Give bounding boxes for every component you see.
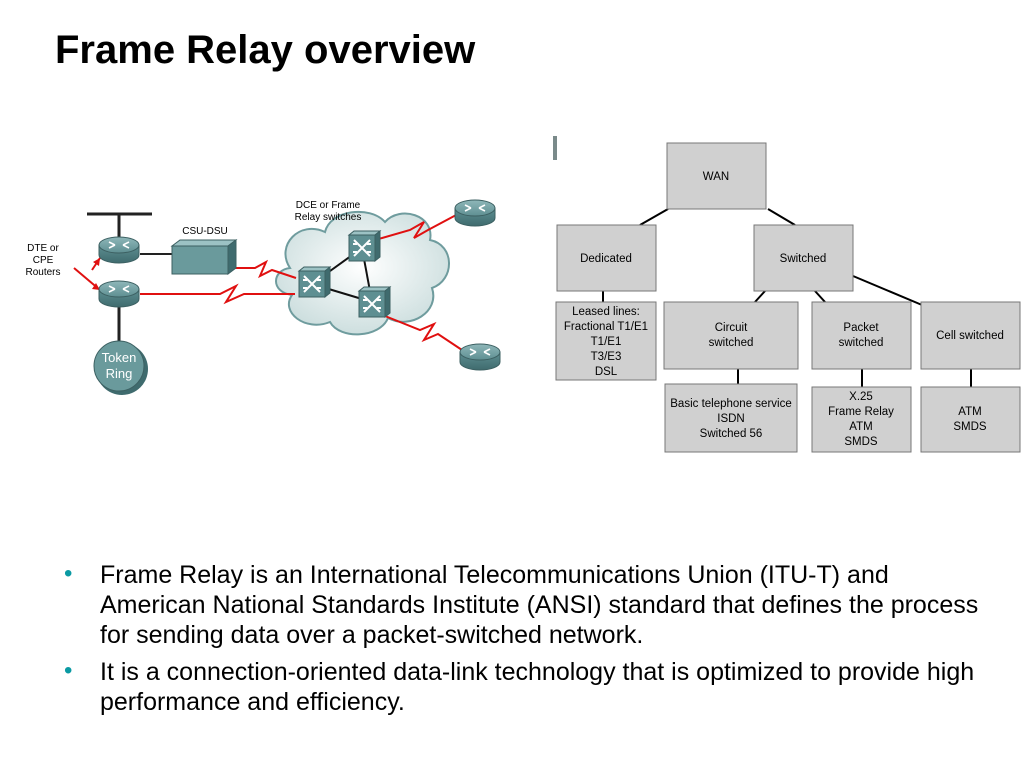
box-circuit-list [664,383,798,453]
serial-link-csu [234,259,297,279]
serial-link-lower-right [384,315,463,351]
box-dedicated [556,224,657,292]
cell-label: Cell switched [936,330,1004,342]
circuit-label-line2: switched [709,337,754,349]
bullet-text: Frame Relay is an International Telecomm… [100,561,979,649]
wan-hierarchy: WAN Dedicated Switched Leased lines: Fra… [553,136,1021,453]
packet-list-item-3: ATM [849,421,872,433]
dce-label-line2: Relay switches [295,212,362,223]
fr-switch-left [298,266,331,298]
leased-line-2: Fractional T1/E1 [564,321,648,333]
bullet-item: • It is a connection-oriented data-link … [62,657,992,717]
hierarchy-connectors [602,208,972,387]
packet-list-item-1: X.25 [849,391,873,403]
circuit-label-line1: Circuit [715,322,748,334]
token-ring-label-line2: Ring [106,366,133,381]
remote-router-top [454,199,496,227]
packet-label-line2: switched [839,337,884,349]
leased-line-3: T1/E1 [591,336,622,348]
frame-relay-cloud [275,210,450,336]
packet-list-item-2: Frame Relay [828,406,894,418]
circuit-list-item-1: Basic telephone service [670,398,791,410]
hierarchy-boxes [555,142,1021,453]
wan-label: WAN [703,171,729,183]
leased-line-1: Leased lines: [572,306,640,318]
dte-label-line3: Routers [25,267,60,278]
bullet-text: It is a connection-oriented data-link te… [100,658,975,716]
box-wan [666,142,767,210]
serial-link-lower [140,283,295,305]
box-cell-list [920,386,1021,453]
box-switched [753,224,854,292]
cell-list-item-1: ATM [958,406,981,418]
dte-router-top [98,236,140,264]
switched-label: Switched [780,253,827,265]
leased-line-5: DSL [595,366,618,378]
csu-dsu-device [170,239,238,275]
circuit-list-item-2: ISDN [717,413,744,425]
cell-list-item-2: SMDS [953,421,987,433]
dedicated-label: Dedicated [580,253,632,265]
network-diagram: Token Ring DTE or CPE Routers CSU-DSU DC… [25,199,501,395]
figure: Token Ring DTE or CPE Routers CSU-DSU DC… [25,136,1021,453]
box-cell-switched [920,301,1021,370]
remote-router-bottom [459,343,501,371]
dte-label-line2: CPE [33,255,54,266]
dte-router-bottom [98,280,140,308]
bullet-dot-icon: • [64,560,73,587]
dte-label-line1: DTE or [27,243,59,254]
leased-line-4: T3/E3 [591,351,622,363]
fr-switch-top [348,230,381,262]
token-ring-label-line1: Token [102,350,137,365]
bullet-item: • Frame Relay is an International Teleco… [62,560,992,650]
fr-switch-bottom [358,286,391,318]
box-leased-lines [555,301,657,381]
dte-arrowhead-2 [92,283,100,290]
circuit-list-item-3: Switched 56 [700,428,763,440]
slide-title: Frame Relay overview [55,28,476,72]
bullet-dot-icon: • [64,657,73,684]
serial-link-upper-right [374,213,459,241]
packet-list-item-4: SMDS [844,436,878,448]
box-circuit-switched [663,301,799,370]
box-packet-switched [811,301,912,370]
image-edge-artifact [553,136,557,160]
csu-dsu-label: CSU-DSU [182,226,228,237]
dte-arrowhead-1 [93,258,100,266]
bullet-list: • Frame Relay is an International Teleco… [62,560,992,724]
box-packet-list [811,386,912,453]
token-ring [93,340,145,392]
packet-label-line1: Packet [843,322,879,334]
dce-label-line1: DCE or Frame [296,200,361,211]
